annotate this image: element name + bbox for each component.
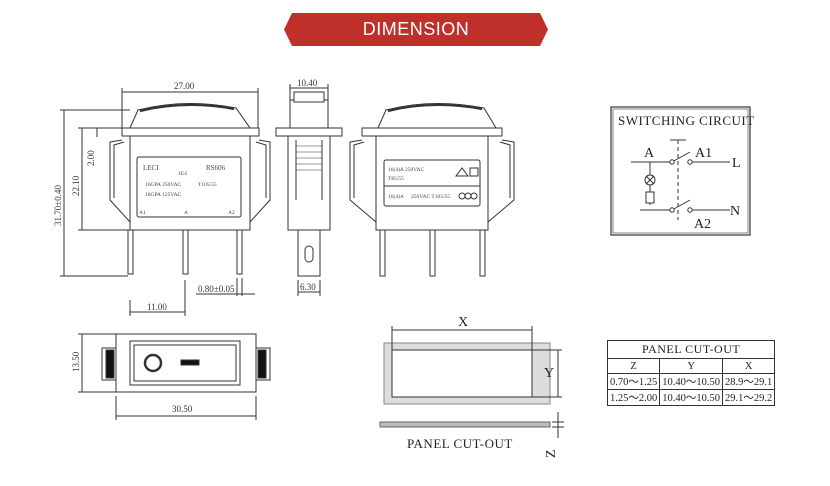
cutout-header-z: Z <box>606 358 661 374</box>
cutout-header-y: Y <box>659 358 723 374</box>
circuit-terminal-l: L <box>732 156 741 171</box>
switching-circuit <box>610 106 751 236</box>
label-temp: T105/55 <box>198 182 217 188</box>
cutout-cell: 1.25～2.00 <box>606 389 661 406</box>
banner-title: DIMENSION <box>362 19 470 39</box>
cutout-cell: 0.70～1.25 <box>606 373 661 390</box>
circuit-terminal-n: N <box>730 204 740 219</box>
panel-z-label: Z <box>544 449 559 458</box>
circuit-terminal-a2: A2 <box>694 217 711 232</box>
back-view <box>349 103 515 277</box>
dim-pin-width: 6.30 <box>300 282 316 292</box>
front-view <box>60 88 271 316</box>
label-rating1: 16GPA 250VAC <box>145 182 182 188</box>
banner-shape <box>284 13 548 46</box>
cutout-cell: 29.1～29.2 <box>721 389 776 406</box>
panel-y-label: Y <box>544 366 554 381</box>
dim-bottom-width: 30.50 <box>172 404 193 414</box>
back-rating2b: 250VAC T105/55 <box>411 194 450 200</box>
cutout-table-title: PANEL CUT-OUT <box>606 340 776 359</box>
cutout-cell: 10.40～10.50 <box>659 389 723 406</box>
cutout-cell: 28.9～29.1 <box>721 373 776 390</box>
panel-cutout-caption: PANEL CUT-OUT <box>407 436 513 451</box>
cutout-cell: 10.40～10.50 <box>659 373 723 390</box>
cutout-table: PANEL CUT-OUT Z Y X 0.70～1.25 10.40～10.5… <box>606 340 776 406</box>
dim-pin-pitch: 11.00 <box>147 302 167 312</box>
back-rating2: 16(4)A <box>388 193 404 200</box>
dim-thickness: 10.40 <box>297 78 318 88</box>
dim-rocker-2: 2.00 <box>86 150 96 166</box>
label-code: 1E4 <box>178 171 187 177</box>
label-brand: LECI <box>143 164 159 172</box>
dim-height-22-1: 22.10 <box>71 175 81 196</box>
dim-width-27: 27.00 <box>174 81 195 91</box>
cutout-header-x: X <box>721 358 776 374</box>
circuit-terminal-a: A <box>644 146 655 161</box>
switching-circuit-title: SWITCHING CIRCUIT <box>618 113 755 128</box>
panel-diagram <box>379 326 564 438</box>
terminal-a2: A2 <box>228 210 235 216</box>
dim-pin-thickness: 0.80±0.05 <box>198 284 235 294</box>
terminal-a1: A1 <box>139 210 146 216</box>
label-model: RS606 <box>206 164 226 172</box>
dimension-banner: DIMENSION <box>284 13 548 46</box>
dim-height-31-7: 31.70±0.40 <box>53 185 63 226</box>
circuit-terminal-a1: A1 <box>695 146 712 161</box>
back-rating1: 16(4)A 250VAC <box>388 166 424 173</box>
back-temp1: T85/55 <box>388 176 404 182</box>
label-rating2: 16GPA 125VAC <box>145 192 182 198</box>
side-view <box>275 84 343 296</box>
dim-bottom-height: 13.50 <box>71 351 81 372</box>
panel-x-label: X <box>458 315 468 330</box>
table-row: 0.70～1.25 10.40～10.50 28.9～29.1 <box>606 373 776 390</box>
bottom-view <box>78 333 271 420</box>
terminal-a: A <box>184 210 188 216</box>
table-row: 1.25～2.00 10.40～10.50 29.1～29.2 <box>606 389 776 406</box>
